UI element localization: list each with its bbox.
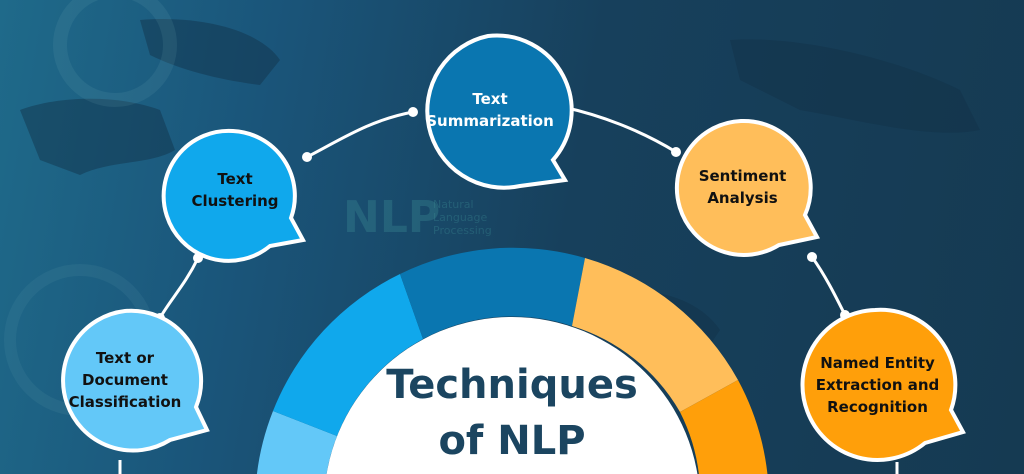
- ring-segment-light-blue: [257, 411, 337, 474]
- technique-ring: [257, 247, 768, 474]
- speech-bubbles: [61, 33, 966, 462]
- bubble-text-classification: [61, 308, 210, 453]
- background-nlp-logo: NLP: [343, 192, 441, 243]
- bubble-text-summarization: [425, 33, 574, 190]
- bubble-named-entity: [800, 307, 966, 462]
- background-nlp-subtitle: Natural Language Processing: [433, 198, 492, 237]
- ring-segment-orange: [680, 380, 768, 474]
- ring-segment-light-orange: [572, 258, 738, 412]
- connector-lines: [118, 105, 899, 474]
- bubble-text-clustering: [161, 128, 307, 263]
- ring-segment-dark-blue: [400, 247, 585, 339]
- gear-icon: [53, 0, 177, 107]
- ring-segment-mid-blue: [273, 274, 423, 436]
- center-circle: [326, 317, 698, 474]
- bubble-sentiment-analysis: [674, 118, 821, 257]
- page-title: Techniques of NLP: [386, 362, 638, 464]
